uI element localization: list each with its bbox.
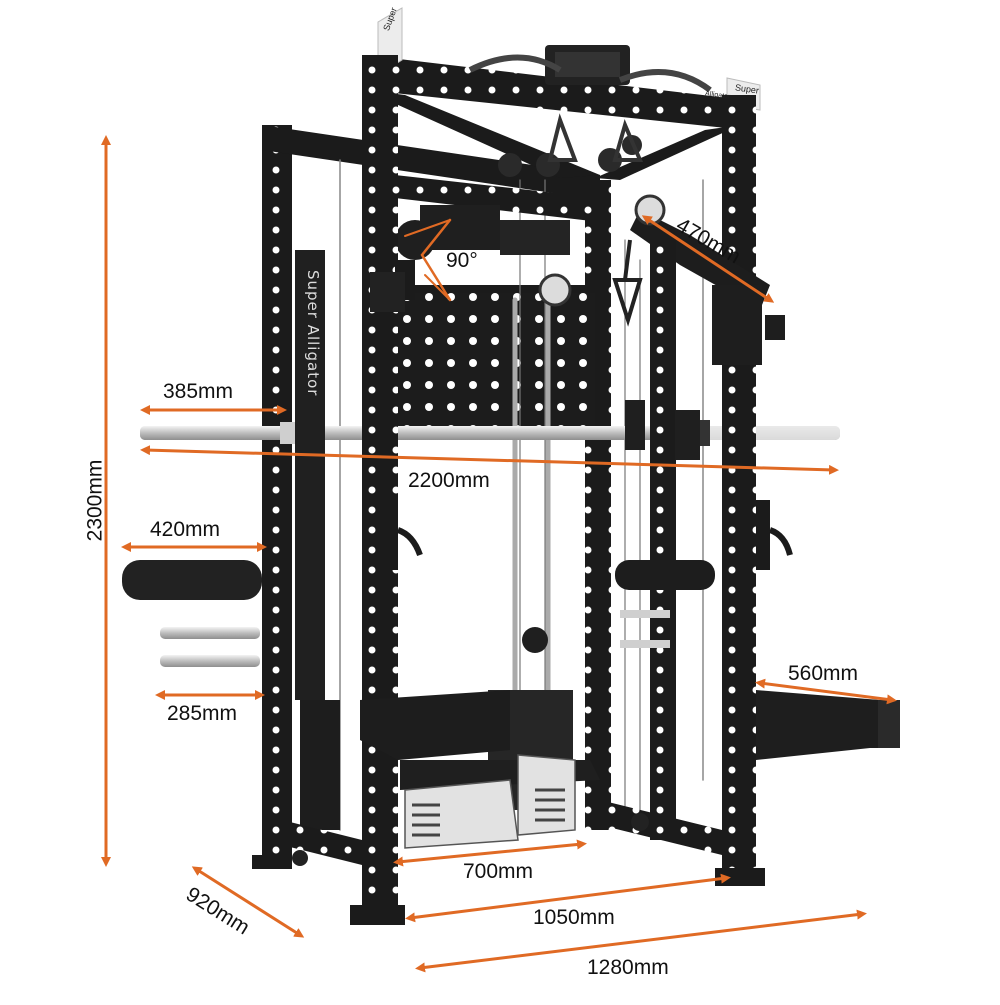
arrow-arm-length — [641, 215, 775, 303]
label-angle: 90° — [446, 249, 478, 272]
arrow-depth — [191, 866, 305, 938]
right-back-details — [615, 240, 715, 840]
label-height: 2300mm — [83, 459, 107, 542]
arrow-base-inner — [393, 839, 587, 867]
front-right-upright — [715, 95, 793, 886]
label-front-width: 1050mm — [533, 906, 615, 929]
label-sleeve: 420mm — [150, 518, 221, 541]
arrow-safety — [755, 678, 897, 705]
arrow-bar-width — [140, 445, 839, 475]
upright-brand-text: Super Alligator — [304, 270, 322, 397]
safety-spotter-arm — [756, 690, 900, 760]
left-weight-stack — [295, 250, 340, 830]
label-total-width: 1280mm — [587, 956, 669, 979]
back-frame — [262, 125, 611, 865]
front-left-upright — [350, 55, 423, 925]
label-bar-width: 2200mm — [408, 469, 490, 492]
label-base-inner: 700mm — [463, 860, 534, 883]
label-bar-left: 385mm — [163, 380, 234, 403]
arrow-total-width — [415, 909, 867, 973]
top-structure — [365, 7, 761, 260]
left-angle-arm — [370, 272, 572, 312]
storage-pegs — [122, 560, 262, 667]
angle-marker — [420, 218, 452, 302]
dimension-arrows — [101, 135, 897, 973]
label-safety: 560mm — [788, 662, 859, 685]
base-platform — [252, 690, 722, 869]
label-peg: 285mm — [167, 702, 238, 725]
